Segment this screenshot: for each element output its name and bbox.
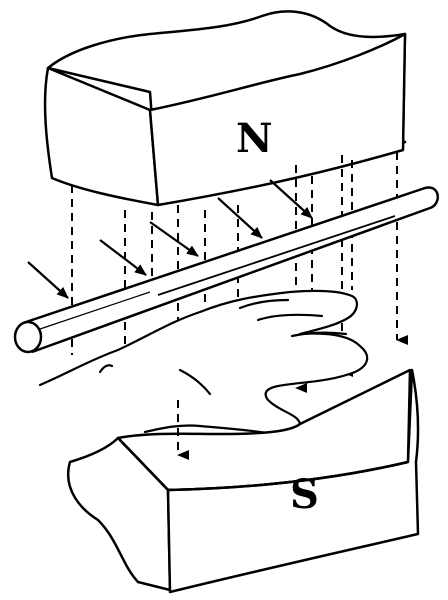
finger-crease (238, 298, 290, 310)
thumb-crease (178, 368, 212, 396)
south-magnet-left-face (67, 436, 172, 592)
north-pole-label: N (236, 115, 273, 162)
force-arrows (27, 179, 313, 299)
oblique-arrow (27, 261, 69, 299)
oblique-arrow (217, 197, 263, 239)
conductor-rod-end (13, 320, 43, 354)
palm-crease (98, 364, 114, 374)
finger-crease (256, 313, 324, 322)
south-magnet: S (67, 368, 420, 594)
oblique-arrow (269, 179, 313, 219)
oblique-arrow (99, 239, 147, 276)
oblique-arrow (149, 221, 199, 257)
finger-crease (290, 331, 348, 338)
north-magnet-left-face (43, 66, 160, 207)
south-pole-label: S (290, 471, 319, 518)
conductor-rod (13, 186, 439, 354)
